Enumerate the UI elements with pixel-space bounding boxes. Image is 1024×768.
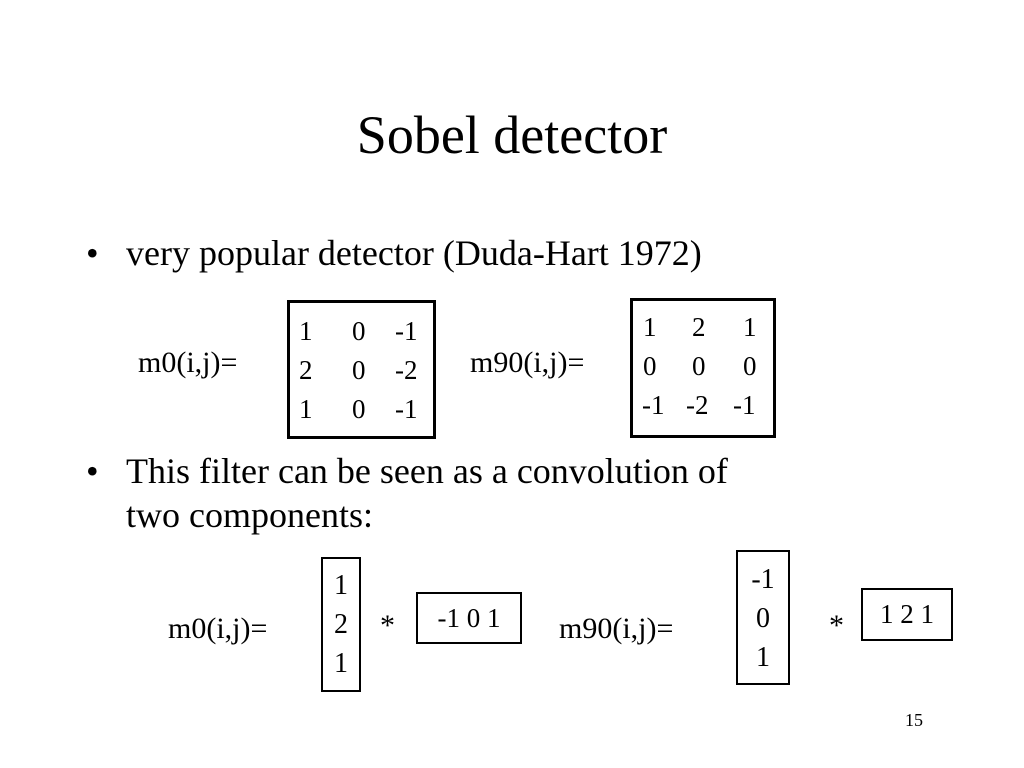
m0-column-cell: 1 (334, 570, 348, 601)
m0-decomp-label: m0(i,j)= (168, 612, 268, 645)
bullet-2-text-line2: two components: (126, 495, 373, 535)
m90-column-vector: -1 0 1 (736, 550, 790, 685)
bullet-dot: • (86, 233, 99, 273)
m0-cell: 0 (352, 394, 366, 424)
m0-cell: 0 (352, 355, 366, 385)
m90-cell: 1 (643, 312, 657, 342)
m0-row-vector: -1 0 1 (416, 592, 522, 644)
m90-column-cell: -1 (751, 564, 775, 595)
m90-row-vector: 1 2 1 (861, 588, 953, 641)
m0-cell: -1 (395, 394, 418, 424)
m0-cell: 1 (299, 316, 313, 346)
bullet-2-text-line1: This filter can be seen as a convolution… (126, 451, 728, 491)
m90-label: m90(i,j)= (470, 346, 585, 379)
m90-cell: 0 (743, 351, 757, 381)
m0-cell: -2 (395, 355, 418, 385)
m90-cell: -2 (686, 390, 709, 420)
m0-column-vector: 1 2 1 (321, 557, 361, 692)
m90-column-cell: 1 (756, 642, 770, 673)
m90-cell: -1 (733, 390, 756, 420)
m90-column-cell: 0 (756, 603, 770, 634)
bullet-1-text: very popular detector (Duda-Hart 1972) (126, 233, 702, 273)
m0-convolution-operator: * (380, 609, 395, 642)
m90-cell: 0 (643, 351, 657, 381)
m0-cell: -1 (395, 316, 418, 346)
slide-title: Sobel detector (356, 105, 668, 165)
bullet-1: • very popular detector (Duda-Hart 1972) (86, 232, 986, 277)
m90-row-values: 1 2 1 (880, 599, 934, 629)
m0-cell: 1 (299, 394, 313, 424)
bullet-2: • This filter can be seen as a convoluti… (86, 450, 986, 540)
m90-cell: 1 (743, 312, 757, 342)
m0-row-values: -1 0 1 (437, 603, 501, 633)
m0-cell: 2 (299, 355, 313, 385)
m90-cell: -1 (642, 390, 665, 420)
m0-label: m0(i,j)= (138, 346, 238, 379)
m90-decomp-label: m90(i,j)= (559, 612, 674, 645)
m90-cell: 2 (692, 312, 706, 342)
m0-matrix: 1 0 -1 2 0 -2 1 0 -1 (287, 300, 436, 439)
page-number: 15 (905, 710, 923, 730)
bullet-dot: • (86, 451, 99, 491)
m90-convolution-operator: * (829, 609, 844, 642)
m90-cell: 0 (692, 351, 706, 381)
m0-column-cell: 2 (334, 609, 348, 640)
m0-cell: 0 (352, 316, 366, 346)
m0-column-cell: 1 (334, 648, 348, 679)
m90-matrix: 1 2 1 0 0 0 -1 -2 -1 (630, 298, 776, 438)
